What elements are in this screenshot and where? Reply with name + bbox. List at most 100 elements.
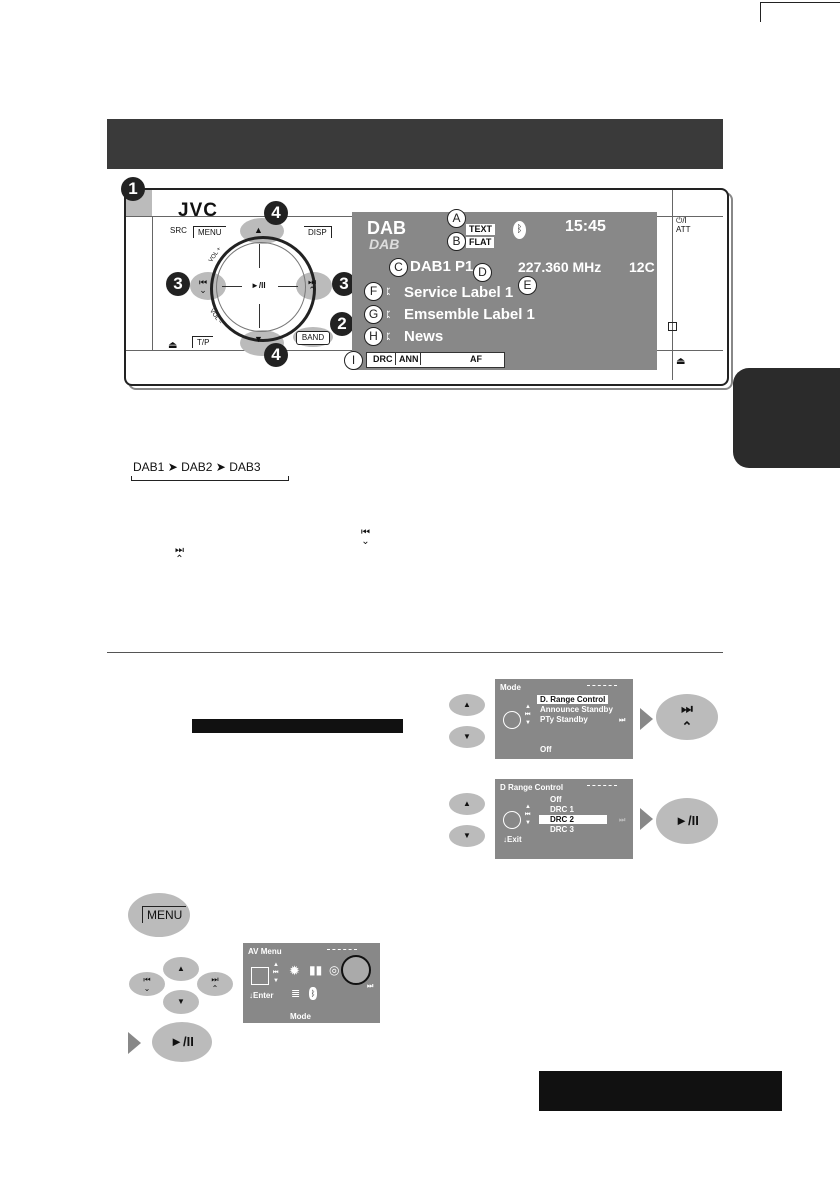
down-button[interactable]: ▼ [449, 825, 485, 847]
callout-h: H [364, 327, 383, 346]
menu-item-selected[interactable]: D. Range Control [537, 695, 609, 704]
power-att-button[interactable]: ⏻/I ATT [676, 216, 691, 234]
next-button-icon: ⏭⌃ [175, 545, 184, 565]
down-arrow-icon: ▼ [254, 334, 263, 344]
prev-icon: ⏮⌄ [143, 975, 151, 993]
next-icon: ⏭⌃ [681, 701, 693, 734]
arrow-right-icon [640, 808, 653, 830]
down-button[interactable]: ▼ [163, 990, 199, 1014]
prev-icon: ⏮⌄ [199, 277, 208, 295]
brand-logo: JVC [178, 200, 218, 221]
down-arrow-icon: ▼ [463, 831, 471, 840]
next-icon: ⏭ [619, 817, 626, 824]
down-button[interactable]: ▼ [449, 726, 485, 748]
av-menu-screen: AV Menu ▲⏮▼ ↓Enter ✹ ▮▮ ◎ ⏭ ≣ ᛒ Mode [243, 943, 380, 1023]
ir-sensor [668, 322, 677, 331]
next-button[interactable]: ⏭⌃ [656, 694, 718, 740]
menu-item-selected[interactable]: DRC 2 [539, 815, 607, 824]
next-button[interactable]: ⏭⌃ [197, 972, 233, 996]
up-button[interactable]: ▲ [449, 694, 485, 716]
src-label: SRC [170, 226, 187, 235]
next-icon: ⏭ [619, 717, 626, 724]
menu-button-bg [128, 893, 190, 937]
service-label-icon: ᛈ [386, 287, 391, 296]
eject-button[interactable]: ⏏ [168, 340, 178, 351]
callout-4-top: 4 [264, 201, 288, 225]
mode-title: Mode [500, 683, 521, 692]
af-indicator: AF [470, 354, 482, 364]
band-sequence: DAB1 ➤ DAB2 ➤ DAB3 [133, 460, 261, 474]
callout-e: E [518, 276, 537, 295]
dial-tick [259, 304, 260, 328]
dial-tick [278, 286, 298, 287]
highlight-bar [192, 719, 403, 733]
dial-tick [259, 244, 260, 268]
crop-mark [760, 2, 840, 3]
play-pause-button[interactable]: ►/II [152, 1022, 212, 1062]
signal-meter [587, 685, 617, 689]
menu-item[interactable]: DRC 1 [550, 805, 575, 814]
dab-logo-outline: DAB [369, 236, 400, 252]
bluetooth-icon[interactable]: ᛒ [309, 987, 317, 1000]
equalizer-icon[interactable]: ▮▮ [309, 963, 323, 977]
callout-d: D [473, 263, 492, 282]
list-icon[interactable]: ≣ [291, 988, 301, 1000]
crop-mark [760, 2, 761, 22]
callout-i: I [344, 351, 363, 370]
play-pause-label: ►/II [251, 281, 266, 290]
menu-item[interactable]: Announce Standby [540, 705, 613, 714]
pty-display: News [404, 328, 444, 345]
arrow-right-icon: ➤ [215, 460, 230, 474]
language-tab [733, 368, 840, 468]
menu-item[interactable]: PTy Standby [540, 715, 588, 724]
settings-gear-icon[interactable]: ✹ [289, 963, 300, 978]
mode-icon-selected[interactable] [341, 955, 371, 985]
channel-display: 12C [629, 259, 655, 275]
display-icon[interactable]: ◎ [329, 963, 340, 977]
eject-icon[interactable]: ⏏ [676, 356, 686, 367]
callout-3-left: 3 [166, 272, 190, 296]
band-display: DAB1 [410, 258, 451, 275]
clock: 15:45 [565, 218, 606, 235]
current-value: Off [540, 745, 552, 754]
control-dial-inner [216, 242, 306, 332]
section-title-bar [107, 119, 723, 169]
mode-menu-screen: Mode D. Range Control Announce Standby P… [495, 679, 633, 759]
faceplate-line [152, 216, 153, 350]
drc-menu-screen: D Range Control Off DRC 1 DRC 2 DRC 3 ▲⏮… [495, 779, 633, 859]
up-arrow-icon: ▲ [463, 799, 471, 808]
sequence-item: DAB3 [229, 460, 261, 474]
service-label: Service Label 1 [404, 284, 514, 301]
callout-1: 1 [121, 177, 145, 201]
disp-button[interactable]: DISP [304, 226, 332, 238]
text-indicator: TEXT [466, 224, 496, 235]
prev-button[interactable]: ⏮⌄ [129, 972, 165, 996]
band-button[interactable]: BAND [296, 331, 330, 345]
menu-button[interactable]: MENU [193, 226, 226, 238]
next-icon: ⏭ [367, 983, 374, 990]
up-button[interactable]: ▲ [163, 957, 199, 981]
up-arrow-icon: ▲ [254, 225, 263, 235]
ensemble-label-icon: ᛈ [386, 310, 391, 319]
play-pause-button[interactable]: ►/II [656, 798, 718, 844]
sequence-item: DAB2 [181, 460, 213, 474]
menu-button[interactable]: MENU [142, 906, 187, 923]
nav-arrows-icon: ▲⏮▼ [525, 704, 531, 726]
av-menu-footer: Mode [290, 1012, 311, 1021]
sequence-loop-line [131, 476, 289, 481]
drc-indicator: DRC [373, 354, 393, 364]
control-dial[interactable] [210, 236, 316, 342]
bluetooth-icon: ᛒ [513, 221, 526, 239]
up-button[interactable]: ▲ [449, 793, 485, 815]
next-icon: ⏭⌃ [308, 277, 317, 295]
callout-a: A [447, 209, 466, 228]
tp-button[interactable]: T/P [192, 336, 214, 348]
menu-item[interactable]: DRC 3 [550, 825, 575, 834]
callout-b: B [447, 232, 466, 251]
up-arrow-icon: ▲ [463, 700, 471, 709]
drc-title: D Range Control [500, 783, 564, 792]
nav-arrows-icon: ▲⏮▼ [273, 962, 279, 984]
menu-item[interactable]: Off [550, 795, 562, 804]
arrow-right-icon: ➤ [167, 460, 182, 474]
status-divider [420, 353, 421, 365]
